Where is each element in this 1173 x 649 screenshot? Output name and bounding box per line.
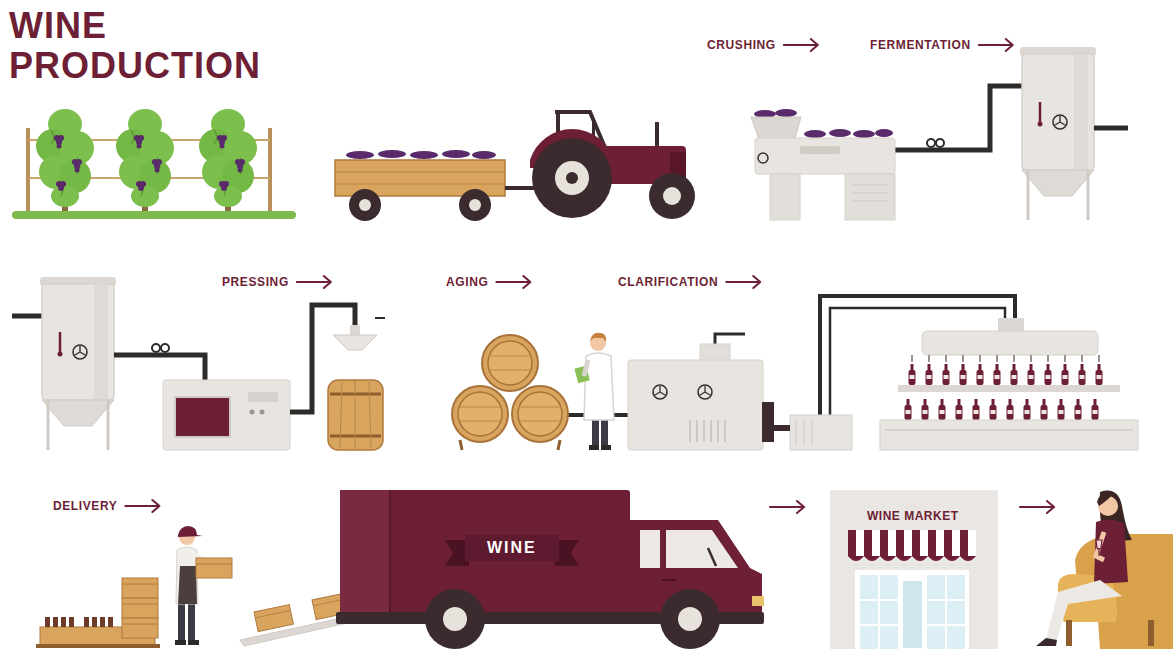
winemaker [574, 333, 614, 450]
node-text: WINE [487, 538, 537, 558]
stage-label: AGING [446, 275, 488, 289]
title: WINE PRODUCTION [9, 6, 299, 86]
worker [175, 526, 232, 645]
node-text: WINE MARKET [867, 509, 959, 523]
stage-arrow [784, 39, 818, 51]
stage-label: CRUSHING [707, 38, 776, 52]
aging-barrels [452, 333, 630, 450]
stage-label: PRESSING [222, 275, 289, 289]
wine-market [830, 490, 998, 649]
stage-label: DELIVERY [53, 499, 117, 513]
press [12, 277, 385, 450]
delivery [36, 526, 392, 648]
stage-arrow [297, 276, 331, 288]
stage-arrow [726, 276, 760, 288]
truck [336, 490, 764, 649]
stage-arrow [979, 39, 1013, 51]
crusher [751, 47, 1128, 220]
vineyard [12, 109, 296, 219]
market-sign: WINE MARKET [862, 507, 964, 525]
bottling-machine [880, 318, 1138, 450]
truck-banner: WINE [465, 535, 559, 561]
stage-arrow [125, 500, 159, 512]
stage-label: FERMENTATION [870, 38, 971, 52]
stage-label: CLARIFICATION [618, 275, 718, 289]
woman-with-wine [1036, 491, 1173, 649]
tractor [335, 112, 695, 221]
stage-arrow [496, 276, 530, 288]
